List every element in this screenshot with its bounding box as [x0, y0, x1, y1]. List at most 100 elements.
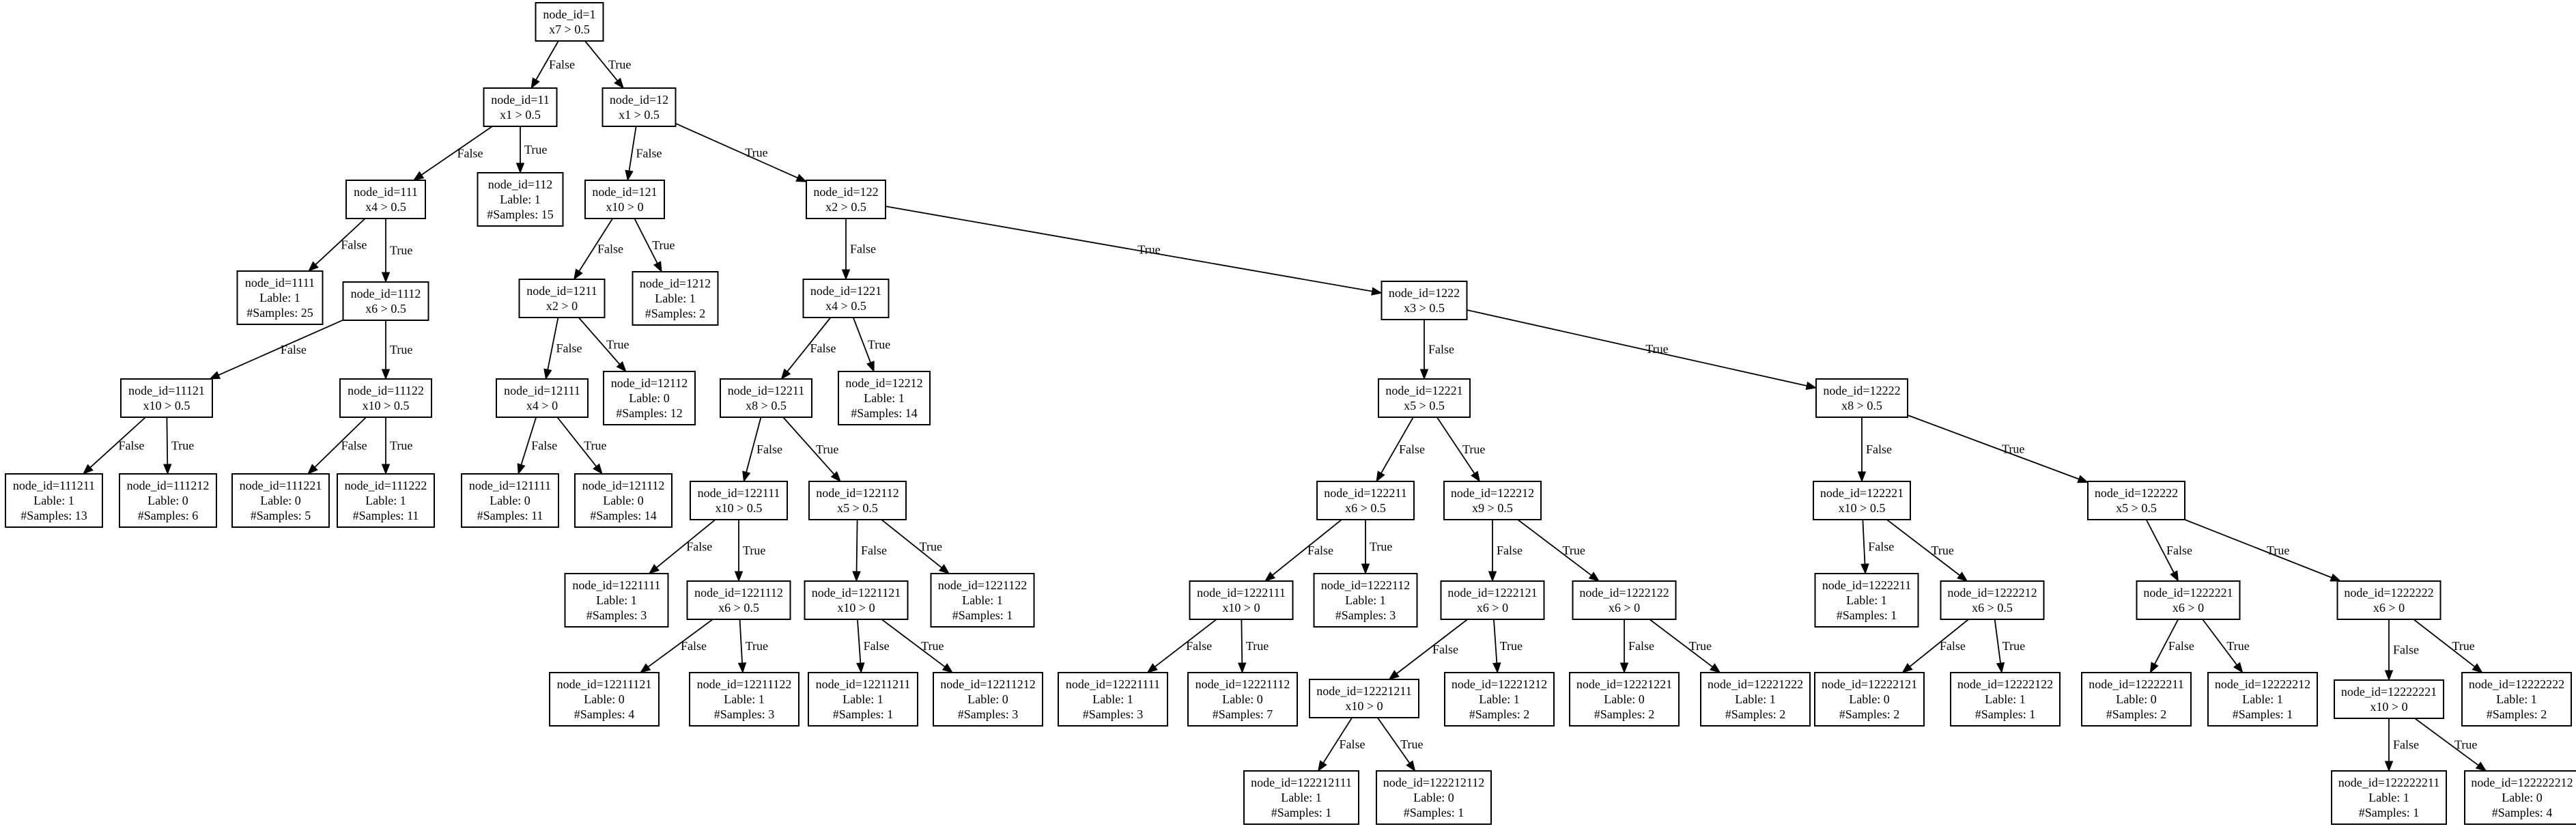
edge-label-false: False	[861, 544, 887, 557]
tree-node-box	[1443, 481, 1542, 520]
tree-edge-1222221-12222212: True	[2202, 619, 2250, 674]
tree-node-box	[1243, 770, 1359, 825]
tree-edge-1222111-12221111: False	[1146, 619, 1217, 673]
tree-node-box	[1187, 672, 1298, 727]
arrowhead-icon	[82, 464, 94, 475]
edge-line	[1322, 717, 1353, 763]
edge-label-false: False	[686, 540, 712, 554]
node-line-text: #Samples: 25	[246, 306, 313, 320]
tree-edge-1221112-12211121: False	[639, 619, 713, 673]
tree-edge-12222-122222: True	[1907, 414, 2089, 483]
edge-line	[885, 206, 1372, 292]
node-id-text: node_id=122212112	[1383, 776, 1484, 789]
node-line-text: Lable: 1	[33, 494, 74, 507]
tree-edge-1211-12112: True	[578, 317, 629, 373]
node-line-text: #Samples: 12	[616, 406, 683, 420]
tree-node-box	[601, 87, 677, 127]
node-id-text: node_id=1111	[245, 276, 315, 290]
arrowhead-icon	[2077, 475, 2089, 483]
node-line-text: #Samples: 2	[2487, 707, 2547, 721]
node-id-text: node_id=1222211	[1822, 578, 1911, 592]
edge-label-true: True	[390, 244, 412, 257]
arrowhead-icon	[307, 464, 318, 475]
node-line-text: Lable: 0	[1849, 692, 1889, 706]
node-line-text: #Samples: 2	[645, 307, 706, 320]
arrowhead-icon	[1376, 470, 1385, 483]
node-id-text: node_id=12222222	[2469, 677, 2564, 691]
node-line-text: x10 > 0.5	[716, 501, 763, 515]
edge-label-true: True	[524, 143, 547, 156]
node-id-text: node_id=11121	[128, 384, 205, 397]
edge-label-true: True	[1931, 544, 1954, 557]
tree-edge-12211-122112: True	[782, 417, 841, 483]
node-id-text: node_id=12211121	[557, 677, 652, 691]
edge-line	[578, 218, 613, 272]
edge-line	[314, 417, 367, 468]
tree-edge-1222221-12222211: False	[2149, 619, 2194, 674]
node-line-text: Lable: 1	[962, 593, 1002, 607]
node-line-text: Lable: 0	[584, 692, 624, 706]
node-line-text: Lable: 1	[1345, 593, 1385, 607]
edge-label-false: False	[457, 147, 483, 160]
node-id-text: node_id=12221221	[1576, 677, 1672, 691]
node-id-text: node_id=12211	[728, 384, 804, 397]
arrowhead-icon	[530, 77, 540, 89]
tree-edge-1-12: True	[584, 40, 631, 89]
tree-edge-12111-121111: False	[517, 417, 557, 475]
edge-label-true: True	[2452, 639, 2474, 653]
edge-label-true: True	[608, 58, 631, 72]
edge-line	[2414, 718, 2479, 766]
tree-node-box	[930, 573, 1035, 628]
tree-edge-1222121-12221211: False	[1388, 619, 1468, 680]
tree-node-box	[2336, 580, 2441, 620]
edge-label-true: True	[816, 442, 838, 456]
tree-edge-111-1111: False	[307, 218, 367, 272]
tree-node-box	[838, 371, 931, 425]
tree-node-box	[1058, 672, 1168, 727]
tree-node-box	[549, 672, 660, 727]
edge-line	[421, 126, 493, 175]
node-id-text: node_id=122111	[698, 486, 780, 500]
edge-line	[2154, 619, 2179, 665]
node-line-text: Lable: 1	[365, 494, 406, 507]
node-line-text: Lable: 1	[1846, 593, 1886, 607]
tree-edge-121-1211: False	[574, 218, 623, 281]
arrowhead-icon	[163, 464, 172, 475]
arrowhead-icon	[2475, 761, 2487, 772]
edge-label-true: True	[171, 439, 194, 453]
edge-line	[855, 519, 858, 572]
tree-node-box	[2087, 481, 2185, 520]
edge-label-false: False	[1866, 442, 1892, 456]
node-line-text: x10 > 0.5	[363, 399, 410, 412]
arrowhead-icon	[625, 169, 634, 182]
node-id-text: node_id=12	[610, 93, 668, 107]
tree-node-box	[1572, 580, 1677, 620]
node-id-text: node_id=112	[488, 178, 552, 191]
node-line-text: #Samples: 1	[1404, 806, 1464, 819]
edge-line	[1381, 417, 1414, 474]
edge-label-false: False	[850, 242, 876, 256]
arrowhead-icon	[639, 663, 651, 673]
node-line-text: #Samples: 1	[2233, 707, 2293, 721]
tree-node-box	[2331, 770, 2447, 825]
tree-node-box	[236, 270, 324, 325]
arrowhead-icon	[574, 268, 583, 281]
node-line-text: #Samples: 3	[1083, 707, 1144, 721]
tree-node-box	[806, 180, 886, 219]
edge-label-true: True	[746, 639, 768, 653]
tree-edge-121-1212: True	[634, 218, 675, 273]
